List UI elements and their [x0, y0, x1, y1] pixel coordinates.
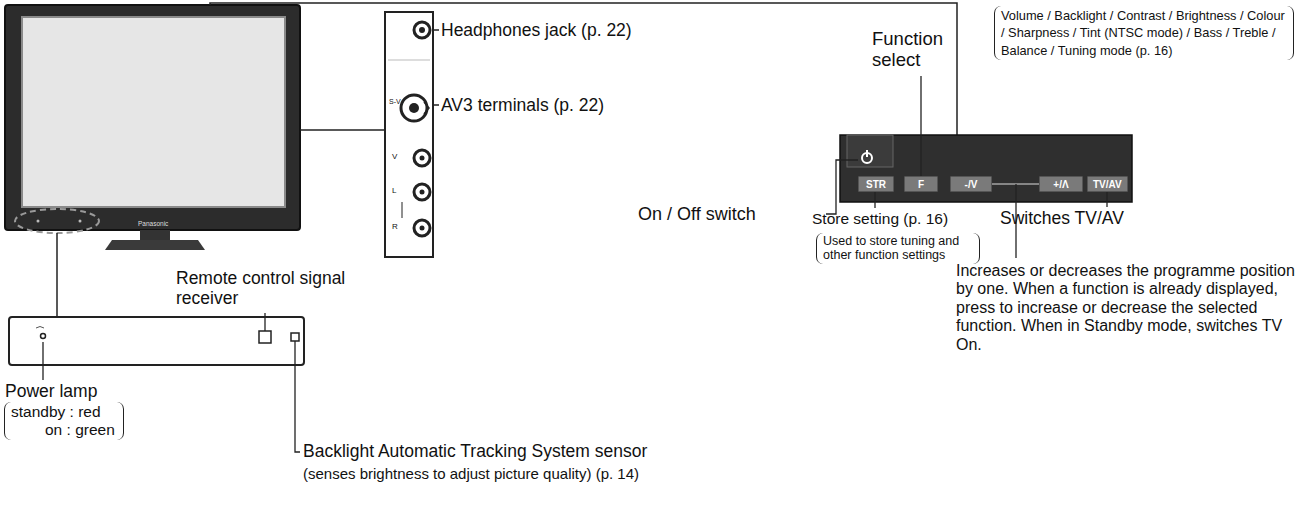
button-label: +/Λ — [1053, 179, 1068, 190]
function-list: Volume / Backlight / Contrast / Brightne… — [1001, 7, 1287, 59]
jack-label: R — [392, 223, 398, 231]
jack-label: V — [392, 153, 397, 161]
panel-divider — [388, 60, 430, 61]
bezel-dot — [79, 220, 82, 223]
ats-sensor — [291, 333, 299, 341]
panel-button: F — [904, 176, 938, 192]
power-lamp — [41, 334, 46, 339]
leader-line — [920, 76, 921, 176]
leader-line — [295, 341, 300, 452]
audio-r-jack — [414, 220, 430, 236]
paren-bracket: Volume / Backlight / Contrast / Brightne… — [994, 6, 1294, 60]
panel-button: +/Λ — [1039, 176, 1083, 192]
leader-line — [433, 104, 439, 106]
jack-label: S-V — [389, 98, 401, 105]
callout-label: On / Off switch — [638, 204, 756, 225]
callout-label: Backlight Automatic Tracking System sens… — [303, 441, 647, 461]
headphone-jack — [419, 27, 425, 33]
callout-note: Used to store tuning and other function … — [823, 234, 973, 263]
side-panel — [385, 12, 433, 257]
power-symbol — [866, 150, 868, 157]
leader-line — [826, 160, 858, 214]
callout-label: Function select — [872, 28, 992, 71]
button-label: TV/AV — [1093, 179, 1122, 190]
button-label: F — [918, 179, 924, 190]
front-strip — [9, 317, 304, 365]
jack-label: L — [392, 187, 396, 195]
bezel-dot — [37, 220, 40, 223]
lamp-state: standby : red — [11, 403, 117, 421]
callout-description: Increases or decreases the programme pos… — [956, 262, 1308, 354]
panel-button: TV/AV — [1087, 176, 1128, 192]
audio-r-jack — [420, 226, 425, 231]
audio-l-jack — [420, 190, 425, 195]
leader-line — [42, 342, 43, 380]
leader-line — [874, 192, 875, 208]
dashed-highlight — [15, 209, 99, 233]
tv-bezel — [5, 5, 300, 230]
paren-bracket: standby : redon : green — [4, 402, 124, 440]
power-lamp-mark — [36, 327, 44, 329]
callout-label: Store setting (p. 16) — [812, 210, 948, 228]
tv-screen — [22, 17, 285, 207]
callout-label: Power lamp — [5, 381, 97, 401]
callout-label: AV3 terminals (p. 22) — [441, 95, 604, 115]
callout-note: (senses brightness to adjust picture qua… — [303, 465, 639, 482]
leader-line — [300, 129, 385, 131]
leader-line — [264, 313, 265, 331]
button-label: -/V — [965, 179, 978, 190]
callout-label: Switches TV/AV — [1000, 208, 1124, 228]
remote-receiver — [259, 331, 271, 343]
audio-l-jack — [414, 184, 430, 200]
paren-bracket: Used to store tuning and other function … — [816, 233, 980, 264]
leader-line — [210, 3, 957, 135]
tv-stand-base — [105, 240, 205, 250]
panel-button: -/V — [950, 176, 992, 192]
leader-line — [56, 233, 58, 317]
video-jack — [420, 156, 425, 161]
control-panel — [840, 135, 1132, 202]
leader-line — [433, 29, 439, 31]
lamp-state: on : green — [11, 421, 117, 439]
callout-label: Headphones jack (p. 22) — [441, 20, 632, 40]
headphone-jack — [414, 22, 430, 38]
panel-button: STR — [858, 176, 894, 192]
arrow-mark — [424, 102, 429, 114]
s-video-jack — [401, 95, 427, 121]
video-jack — [414, 150, 430, 166]
panel-window — [847, 135, 893, 167]
brand-logo: Panasonic — [138, 221, 168, 228]
button-label: STR — [866, 179, 886, 190]
tv-stand-neck — [140, 230, 170, 240]
s-video-jack — [409, 103, 419, 113]
leader-line — [1106, 192, 1107, 207]
callout-label: Remote control signal receiver — [176, 268, 366, 308]
lr-bracket — [402, 202, 403, 218]
